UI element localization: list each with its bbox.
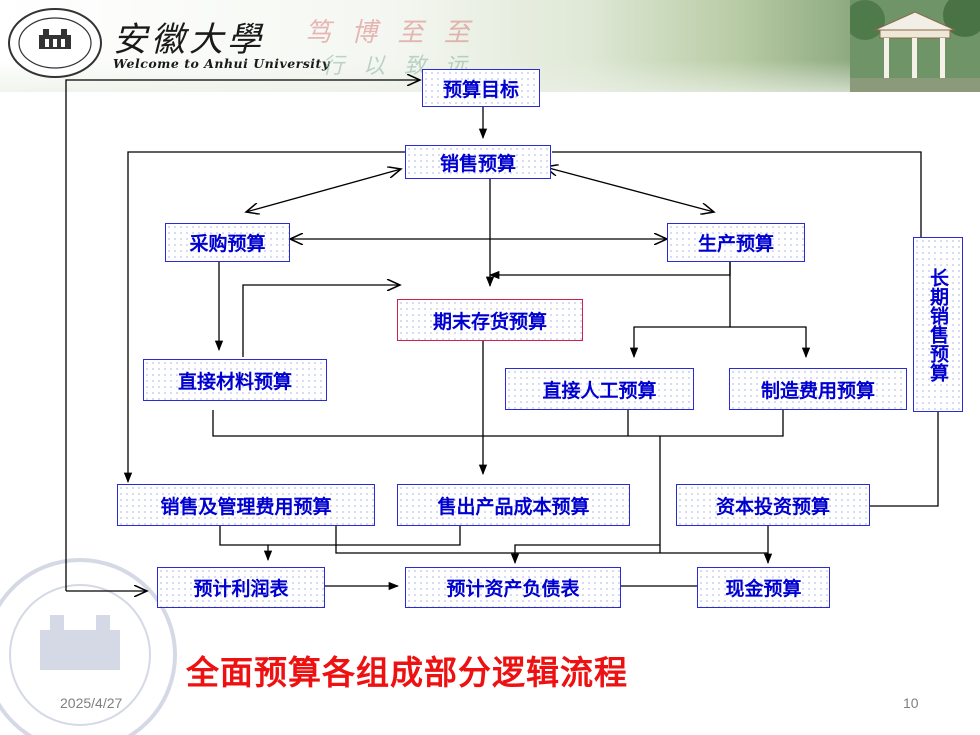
node-purchase-budget: 采购预算 (165, 223, 290, 262)
campus-pavilion-image (850, 0, 980, 92)
node-ending-inventory-budget: 期末存货预算 (397, 299, 583, 341)
motto-text-top: 笃 博 至 至 (305, 18, 476, 48)
node-pro-forma-balance: 预计资产负债表 (405, 567, 621, 608)
node-pro-forma-income: 预计利润表 (157, 567, 325, 608)
slide-page-number: 10 (903, 695, 919, 711)
node-long-term-sales-budget: 长期销售预算 (913, 237, 963, 412)
slide-date: 2025/4/27 (60, 695, 123, 711)
university-name-en: Welcome to Anhui University (113, 56, 330, 71)
node-sales-budget: 销售预算 (405, 145, 551, 179)
node-cash-budget: 现金预算 (697, 567, 830, 608)
diagram-caption: 全面预算各组成部分逻辑流程 (186, 653, 628, 692)
node-direct-labor-budget: 直接人工预算 (505, 368, 694, 410)
node-capex-budget: 资本投资预算 (676, 484, 870, 526)
node-direct-material-budget: 直接材料预算 (143, 359, 327, 401)
node-budget-goal: 预算目标 (422, 69, 540, 107)
node-production-budget: 生产预算 (667, 223, 805, 262)
university-name-cn: 安徽大學 (113, 20, 265, 60)
university-seal-watermark (0, 558, 177, 735)
university-seal-logo (8, 8, 102, 78)
node-overhead-budget: 制造费用预算 (729, 368, 907, 410)
node-sga-budget: 销售及管理费用预算 (117, 484, 375, 526)
node-cogs-budget: 售出产品成本预算 (397, 484, 630, 526)
